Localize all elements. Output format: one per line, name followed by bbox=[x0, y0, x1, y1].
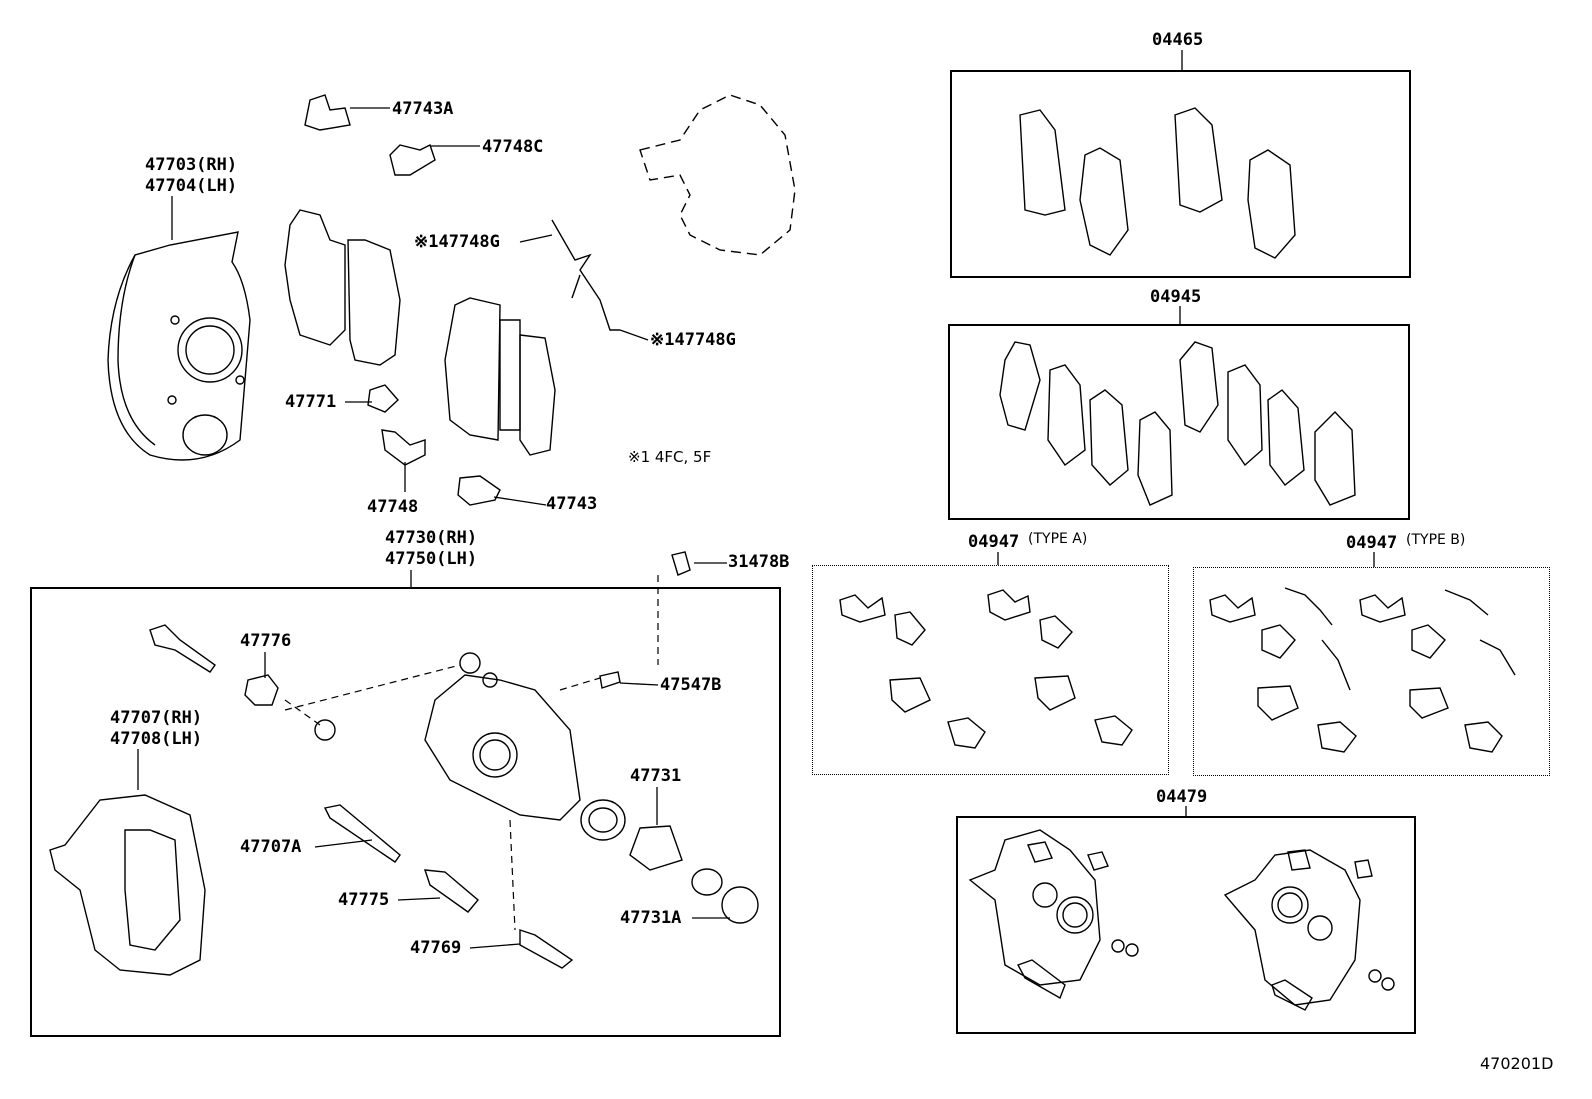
brake-pads-upper bbox=[284, 209, 556, 456]
label-47771: 47771 bbox=[285, 392, 337, 412]
label-47547B: 47547B bbox=[660, 675, 722, 695]
caliper-assembly-box bbox=[30, 587, 781, 1037]
label-47743A: 47743A bbox=[392, 99, 454, 119]
dust-shield-upper bbox=[107, 231, 251, 461]
kit-04465-label: 04465 bbox=[1152, 30, 1204, 50]
kit-04947-type-b-clips bbox=[1209, 587, 1516, 753]
label-47776: 47776 bbox=[240, 631, 292, 651]
label-47707: 47707(RH) bbox=[110, 708, 203, 728]
label-47748C: 47748C bbox=[482, 137, 544, 157]
label-47707A: 47707A bbox=[240, 837, 302, 857]
label-47704: 47704(LH) bbox=[145, 176, 238, 196]
kit-04947-a-label: 04947 bbox=[968, 532, 1020, 552]
label-47731A: 47731A bbox=[620, 908, 682, 928]
assembly-guide-lines bbox=[284, 575, 659, 931]
pad-wear-indicator-wires bbox=[551, 219, 620, 331]
note-model-codes: ※1 4FC, 5F bbox=[628, 448, 712, 466]
label-147748G-1: ※147748G bbox=[414, 232, 500, 252]
label-47775: 47775 bbox=[338, 890, 390, 910]
kit-04947-type-a-clips bbox=[839, 589, 1133, 749]
kit-04947-a-type: (TYPE A) bbox=[1028, 531, 1088, 547]
label-31478B: 31478B bbox=[728, 552, 790, 572]
label-47750: 47750(LH) bbox=[385, 549, 478, 569]
kit-04947-b-label: 04947 bbox=[1346, 533, 1398, 553]
kit-04465-pads bbox=[1019, 107, 1296, 259]
label-147748G-2: ※147748G bbox=[650, 330, 736, 350]
label-47730: 47730(RH) bbox=[385, 528, 478, 548]
kit-box-04465 bbox=[950, 70, 1411, 278]
kit-box-04947-type-a bbox=[812, 565, 1169, 775]
kit-box-04947-type-b bbox=[1193, 567, 1550, 776]
caliper-parts bbox=[49, 551, 759, 976]
diagram-id: 470201D bbox=[1480, 1054, 1554, 1073]
kit-box-04945 bbox=[948, 324, 1410, 520]
kit-box-04479 bbox=[956, 816, 1416, 1034]
leader-lines bbox=[137, 50, 1375, 949]
kit-04479-caliper-kit bbox=[968, 829, 1395, 1011]
label-47703: 47703(RH) bbox=[145, 155, 238, 175]
label-47769: 47769 bbox=[410, 938, 462, 958]
kit-04945-label: 04945 bbox=[1150, 287, 1202, 307]
label-47748: 47748 bbox=[367, 497, 419, 517]
label-47708: 47708(LH) bbox=[110, 729, 203, 749]
kit-04947-b-type: (TYPE B) bbox=[1406, 532, 1466, 548]
kit-04479-label: 04479 bbox=[1156, 787, 1208, 807]
brake-disc-outline bbox=[639, 94, 796, 256]
label-47731: 47731 bbox=[630, 766, 682, 786]
kit-04945-pads bbox=[999, 341, 1356, 506]
label-47743: 47743 bbox=[546, 494, 598, 514]
pad-clips-upper bbox=[304, 94, 501, 506]
